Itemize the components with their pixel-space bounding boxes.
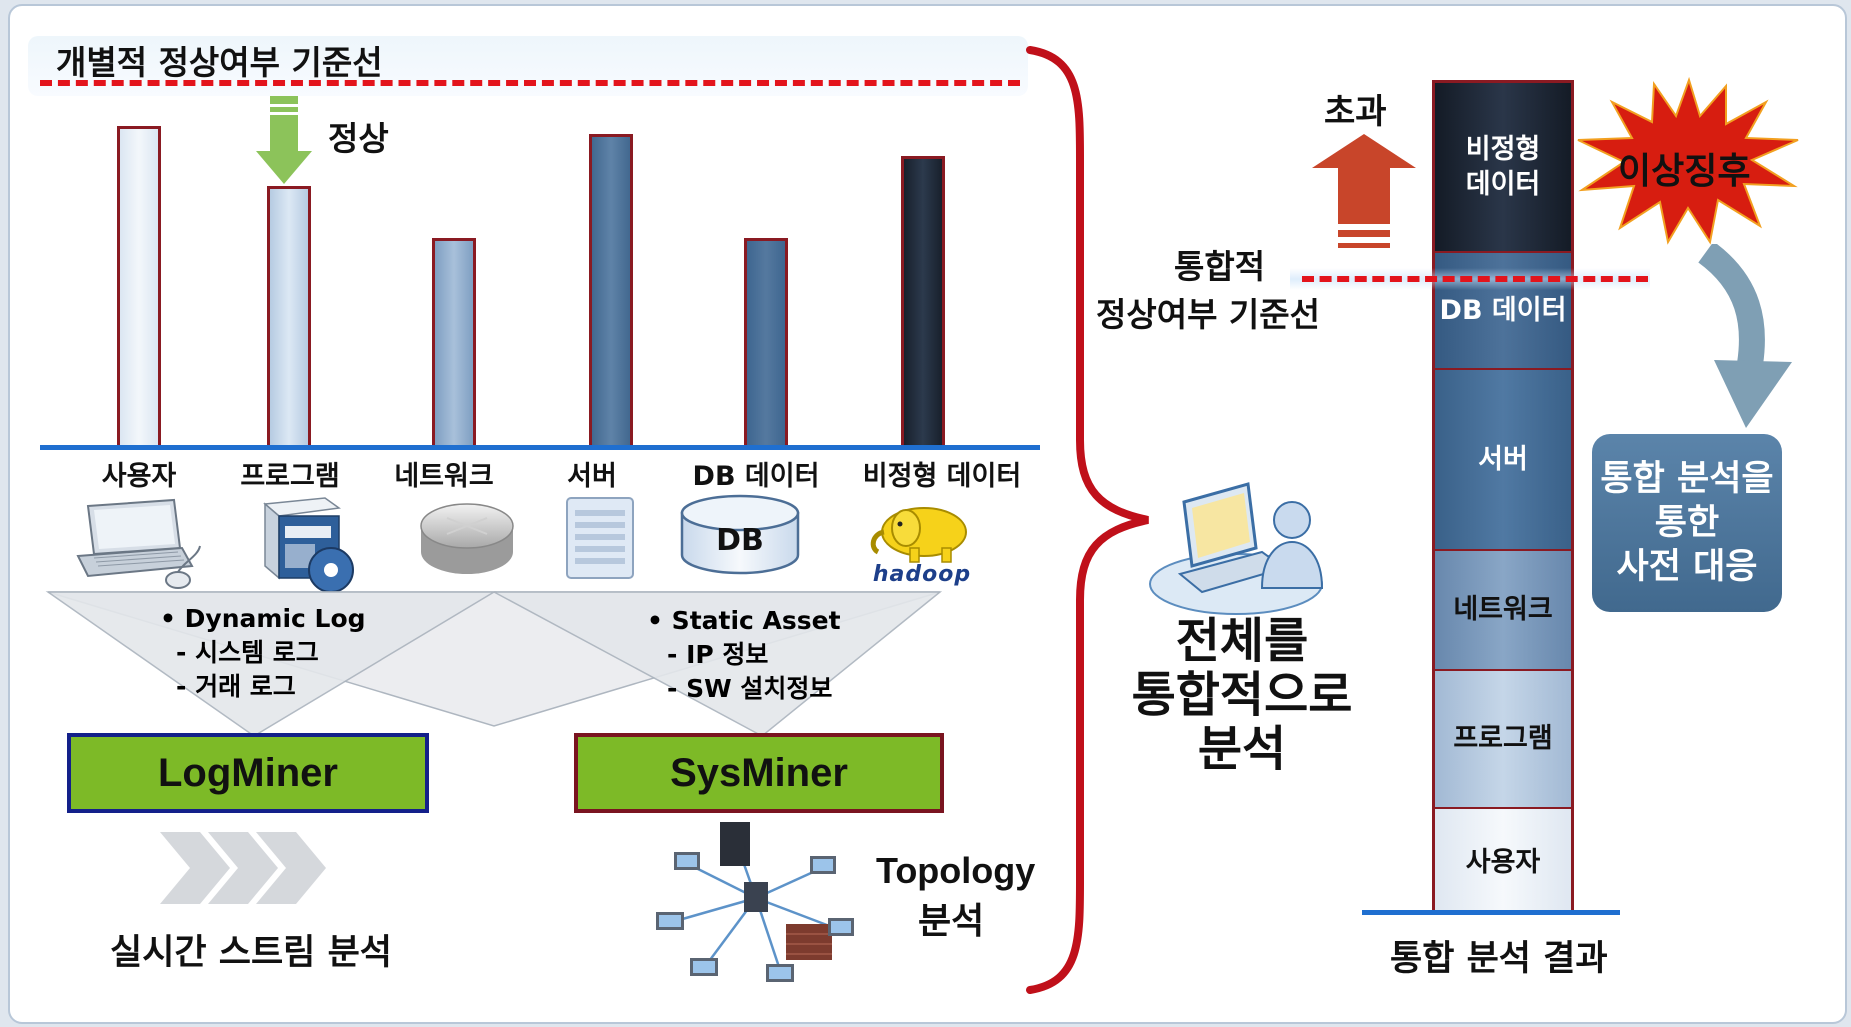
- dynamic-log-title: • Dynamic Log: [160, 604, 366, 633]
- combined-stack-bar: 비정형 데이터 DB 데이터 서버 네트워크 프로그램 사용자: [1432, 80, 1574, 914]
- stack-segment-label: 프로그램: [1453, 723, 1553, 755]
- bar-server: [589, 134, 633, 448]
- integrate-analysis-line-1: 전체를: [1175, 613, 1309, 669]
- stack-segment-label: 네트워크: [1453, 594, 1553, 626]
- combined-threshold-line: [1302, 276, 1648, 282]
- server-icon: [566, 497, 634, 579]
- hadoop-icon-text: hadoop: [872, 562, 972, 587]
- exceed-arrow-icon: [1312, 134, 1416, 248]
- response-line-3: 사전 대응: [1616, 547, 1758, 587]
- category-label-db-data: DB 데이터: [692, 461, 820, 492]
- bar-program: [267, 186, 311, 448]
- static-asset-title: • Static Asset: [647, 606, 841, 635]
- anomaly-burst-icon: [1577, 76, 1799, 245]
- category-label-network: 네트워크: [394, 461, 494, 492]
- category-label-program: 프로그램: [240, 461, 340, 492]
- stack-segment-label: 비정형 데이터: [1465, 133, 1541, 200]
- static-asset-item: - IP 정보: [667, 640, 769, 669]
- category-label-unstructured-data: 비정형 데이터: [862, 461, 1022, 492]
- exceed-label: 초과: [1324, 92, 1387, 132]
- response-line-1: 통합 분석을: [1600, 459, 1774, 499]
- integrate-analysis-line-3: 분석: [1197, 721, 1287, 777]
- stack-segment-network: 네트워크: [1435, 549, 1571, 669]
- program-icon: [263, 497, 354, 593]
- response-box: 통합 분석을 통한 사전 대응: [1592, 434, 1782, 612]
- static-asset-item: - SW 설치정보: [667, 674, 833, 703]
- topology-analysis-label: 분석: [918, 901, 985, 942]
- stream-chevron-icon: [160, 832, 326, 904]
- category-label-user: 사용자: [101, 461, 177, 492]
- bar-db-data: [744, 238, 788, 448]
- grouping-bracket: [1026, 46, 1149, 994]
- bar-unstructured-data: [901, 156, 945, 448]
- analyst-computer-icon: [1149, 482, 1324, 615]
- bar-user: [117, 126, 161, 448]
- integrate-analysis-line-2: 통합적으로: [1131, 667, 1353, 723]
- left-panel: 개별적 정상여부 기준선 정상 사용자 프로그램 네트워크 서버 DB 데이터 …: [10, 6, 1070, 1022]
- title-glow: [28, 36, 1028, 96]
- bar-network: [432, 238, 476, 448]
- normal-label: 정상: [328, 119, 389, 158]
- database-icon: DB: [678, 493, 802, 579]
- topology-network-icon: [656, 822, 854, 982]
- stack-segment-label: DB 데이터: [1439, 294, 1567, 326]
- hadoop-icon: hadoop: [856, 502, 986, 594]
- logminer-box: LogMiner: [67, 733, 429, 813]
- diagram-canvas: 개별적 정상여부 기준선 정상 사용자 프로그램 네트워크 서버 DB 데이터 …: [8, 4, 1847, 1024]
- stack-segment-unstructured: 비정형 데이터: [1435, 83, 1571, 251]
- stack-segment-program: 프로그램: [1435, 669, 1571, 807]
- combined-threshold-label-2: 정상여부 기준선: [1096, 295, 1321, 334]
- topology-label: Topology: [876, 850, 1036, 891]
- category-label-server: 서버: [567, 461, 617, 492]
- sysminer-box: SysMiner: [574, 733, 944, 813]
- stack-segment-user: 사용자: [1435, 807, 1571, 911]
- normal-arrow-icon: [256, 96, 312, 184]
- stream-analysis-label: 실시간 스트림 분석: [110, 933, 392, 973]
- data-funnel-shape: [45, 591, 943, 737]
- dynamic-log-item: - 시스템 로그: [176, 638, 319, 667]
- stack-segment-label: 사용자: [1465, 847, 1541, 879]
- right-axis-line: [1362, 910, 1620, 915]
- stack-segment-label: 서버: [1478, 443, 1528, 475]
- dynamic-log-item: - 거래 로그: [176, 672, 296, 701]
- response-arrow-icon: [1698, 244, 1792, 428]
- combined-threshold-label-1: 통합적: [1174, 247, 1266, 286]
- stack-segment-server: 서버: [1435, 368, 1571, 549]
- combined-result-label: 통합 분석 결과: [1390, 939, 1608, 979]
- database-icon-text: DB: [716, 523, 764, 558]
- router-icon: [420, 503, 514, 574]
- individual-threshold-title: 개별적 정상여부 기준선: [56, 43, 383, 82]
- individual-threshold-line: [40, 80, 1020, 86]
- anomaly-label: 이상징후: [1618, 151, 1751, 192]
- response-line-2: 통한: [1654, 503, 1720, 543]
- laptop-icon: [76, 498, 201, 589]
- left-axis-line: [40, 445, 1040, 450]
